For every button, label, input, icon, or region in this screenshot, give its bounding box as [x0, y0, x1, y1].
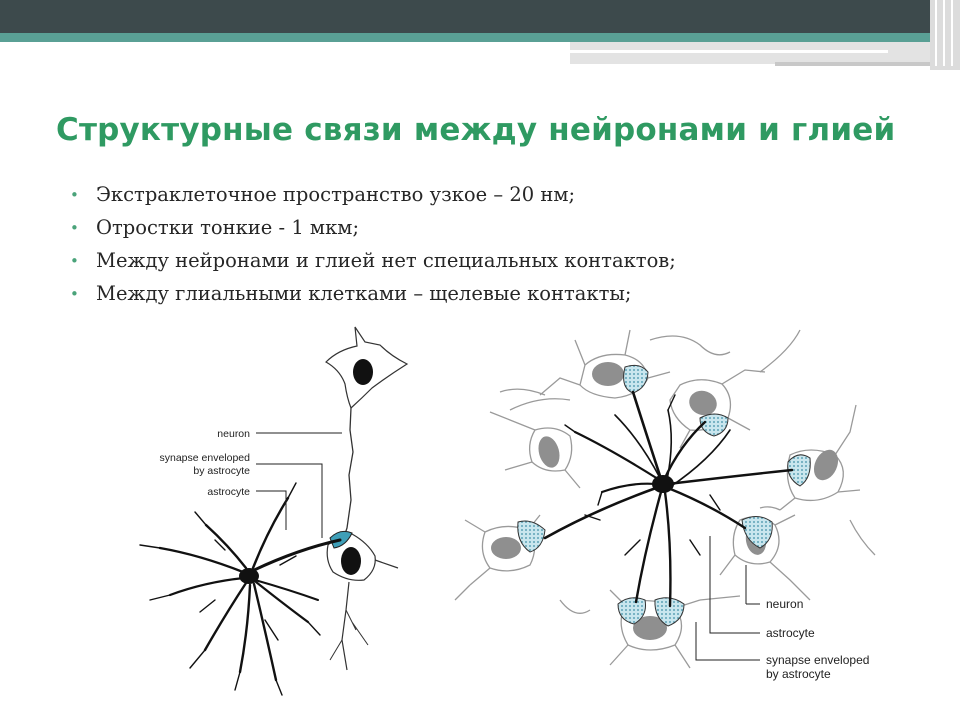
- left-figure: neuron synapse enveloped by astrocyte as…: [139, 326, 409, 696]
- label-synapse-right-line1: synapse enveloped: [766, 653, 869, 667]
- label-astrocyte-left: astrocyte: [207, 486, 250, 498]
- header-banner: [0, 0, 960, 70]
- top-neuron-body: [325, 326, 409, 410]
- bullet-text: Экстраклеточное пространство узкое – 20 …: [96, 183, 576, 206]
- astrocyte-left-soma: [239, 568, 259, 584]
- label-astrocyte-right: astrocyte: [766, 626, 815, 640]
- slide-title: Структурные связи между нейронами и глие…: [56, 112, 896, 148]
- label-synapse-left-line1: synapse enveloped: [160, 452, 251, 464]
- lower-neuron-process: [329, 609, 369, 661]
- lower-neuron-process: [341, 559, 399, 671]
- bullet-item: • Экстраклеточное пространство узкое – 20…: [70, 180, 676, 213]
- lower-neuron-nucleus: [341, 547, 361, 575]
- bullet-item: • Отростки тонкие - 1 мкм;: [70, 213, 676, 246]
- astrocyte-right: [543, 390, 794, 608]
- axon: [342, 407, 354, 541]
- label-neuron-right: neuron: [766, 597, 803, 611]
- bullet-marker: •: [70, 285, 79, 303]
- bullet-list: • Экстраклеточное пространство узкое – 20…: [70, 180, 676, 312]
- bullet-item: • Между глиальными клетками – щелевые кон…: [70, 279, 676, 312]
- right-figure: neuron astrocyte synapse enveloped by as…: [454, 329, 876, 681]
- leader-neuron-right: [745, 565, 760, 605]
- leader-synapse-right: [695, 622, 760, 661]
- leader-synapse-left: [256, 463, 323, 538]
- bullet-marker: •: [70, 219, 79, 237]
- label-synapse-left-line2: by astrocyte: [193, 465, 250, 477]
- synapse-endings: [517, 364, 811, 627]
- bullet-text: Отростки тонкие - 1 мкм;: [96, 216, 360, 239]
- surrounding-cells: [454, 329, 876, 669]
- top-neuron-nucleus: [353, 359, 373, 385]
- bullet-marker: •: [70, 252, 79, 270]
- bullet-text: Между нейронами и глией нет специальных …: [96, 249, 676, 272]
- neuron-glia-diagram: neuron synapse enveloped by astrocyte as…: [139, 326, 876, 696]
- label-synapse-right-line2: by astrocyte: [766, 667, 831, 681]
- leader-astrocyte-right: [709, 536, 760, 634]
- astrocyte-right-soma: [652, 475, 674, 493]
- bullet-text: Между глиальными клетками – щелевые конт…: [96, 282, 632, 305]
- astrocyte-left: [139, 482, 342, 696]
- label-neuron-left: neuron: [217, 428, 250, 440]
- bullet-item: • Между нейронами и глией нет специальных…: [70, 246, 676, 279]
- bullet-marker: •: [70, 186, 79, 204]
- leader-astrocyte-left: [256, 490, 287, 530]
